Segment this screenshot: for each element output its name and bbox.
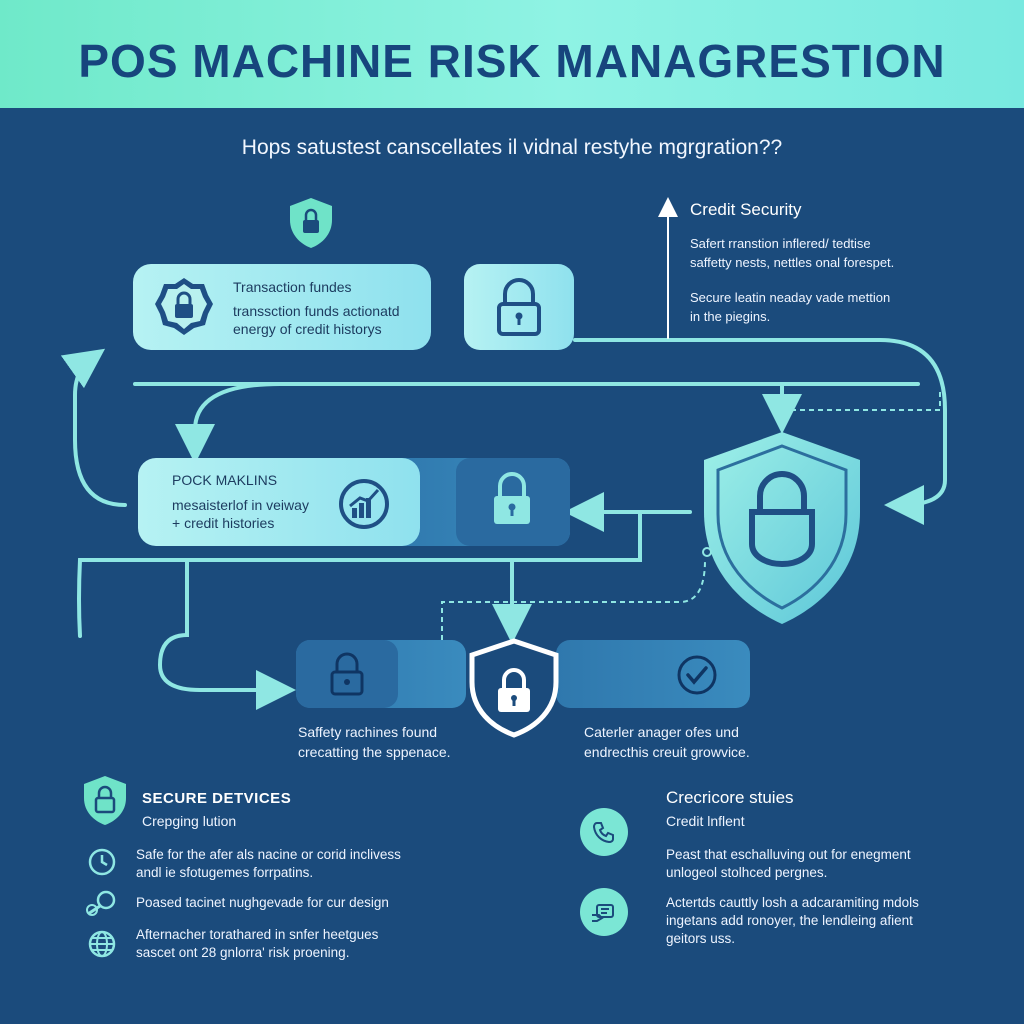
lock-panel-top [464,264,574,350]
arrow-right-loop [573,338,947,525]
lock-badge-icon [155,278,213,335]
dashed-connector-right [782,392,941,411]
page-subtitle: Hops satustest canscellates il vidnal re… [241,136,783,159]
phone-glyph [592,822,614,844]
credit-security-para2: Secure leatin neaday vade mettion in the… [690,288,890,326]
connector-middle [77,510,642,638]
credit-security-line1: Safert rranstion inflered/ tedtise [690,236,871,251]
secure-devices-subheading: Crepging lution [142,813,237,829]
pock-maklins-line2: + credit histories [172,515,275,531]
dashed-connector-bottom [441,559,706,640]
big-shield-lock-icon [704,432,860,624]
crecricore-item-2-line1: Actertds cauttly losh a adcaramiting mdo… [666,895,919,910]
secure-devices-item-2: Poased tacinet nughgevade for cur design [136,895,389,910]
credit-security-line4: in the piegins. [690,309,771,324]
transaction-card-title: Transaction fundes [233,279,352,295]
crecricore-subheading: Credit lnflent [666,813,745,829]
secure-devices-heading: SECURE DETVICES [142,790,292,807]
lock-panel-bottom-left [296,640,466,708]
checkmark-icon [677,655,717,695]
credit-security-para1: Safert rranstion inflered/ tedtise saffe… [690,234,894,272]
secure-devices-item-1-line1: Safe for the afer als nacine or corid in… [136,847,401,862]
padlock-middle-icon [494,472,530,524]
crecricore-item-1-line1: Peast that eschalluving out for enegment [666,847,911,862]
bottom-shield-lock-icon [469,638,559,738]
transaction-card-line1: transsction funds actionatd [233,303,400,319]
connector-dot [702,547,712,557]
card-glyph [592,904,614,922]
pock-maklins-line1: mesaisterlof in veiway [172,497,309,513]
arrow-left-loop-up [60,348,127,507]
crecricore-item-1: Peast that eschalluving out for enegment… [666,846,911,882]
secure-devices-item-3-line1: Afternacher torathared in snfer heetgues [136,927,379,942]
pock-maklins-title: POCK MAKLINS [172,472,278,488]
clock-icon [88,848,116,876]
lock-panel-bottom-left-inner [296,640,398,708]
title-banner: POS MACHINE RISK MANAGRESTION [0,0,1024,108]
arrow-to-middle-card [175,382,282,464]
crecricore-item-2: Actertds cauttly losh a adcaramiting mdo… [666,894,919,948]
small-shield-icon [290,198,332,248]
bottom-left-caption-line1: Saffety rachines found [298,724,438,740]
credit-security-line3: Secure leatin neaday vade mettion [690,290,891,305]
crecricore-item-1-line2: unlogeol stolhced pergnes. [666,865,828,880]
check-panel-bottom-right [556,640,750,708]
globe-icon [88,930,116,958]
transaction-funds-card: Transaction fundes transsction funds act… [133,264,431,350]
growth-chart-icon [339,479,389,529]
magnifier-icon [86,890,116,916]
bottom-left-caption: Saffety rachines found crecatting the sp… [298,722,451,762]
card-icon [580,888,628,936]
secure-devices-item-3: Afternacher torathared in snfer heetgues… [136,926,378,962]
phone-icon [580,808,628,856]
crecricore-item-2-line2: ingetans add ronoyer, the lendleing afie… [666,913,913,928]
crecricore-heading: Crecricore stuies [666,788,794,807]
secure-devices-item-3-line2: sascet ont 28 gnlorra' risk proening. [136,945,350,960]
secure-devices-item-1: Safe for the afer als nacine or corid in… [136,846,401,882]
transaction-card-line2: energy of credit historys [233,321,382,337]
bottom-left-caption-line2: crecatting the sppenace. [298,744,451,760]
padlock-icon [497,278,541,336]
crecricore-item-2-line3: geitors uss. [666,931,736,946]
credit-security-line2: saffetty nests, nettles onal forespet. [690,255,895,270]
padlock-bottom-icon [330,652,364,696]
secure-devices-shield-icon [84,776,126,825]
page-title: POS MACHINE RISK MANAGRESTION [78,35,946,87]
pock-maklins-card: POCK MAKLINS mesaisterlof in veiway + cr… [138,458,420,546]
arrow-to-bottom-panel [157,558,296,710]
credit-security-heading: Credit Security [690,200,802,219]
bottom-right-caption-line1: Caterler anager ofes und [584,724,739,740]
bottom-right-caption-line2: endrecthis creuit growvice. [584,744,750,760]
bottom-right-caption: Caterler anager ofes und endrecthis creu… [584,722,750,762]
secure-devices-item-1-line2: andl ie sfotugemes forrpatins. [136,865,314,880]
